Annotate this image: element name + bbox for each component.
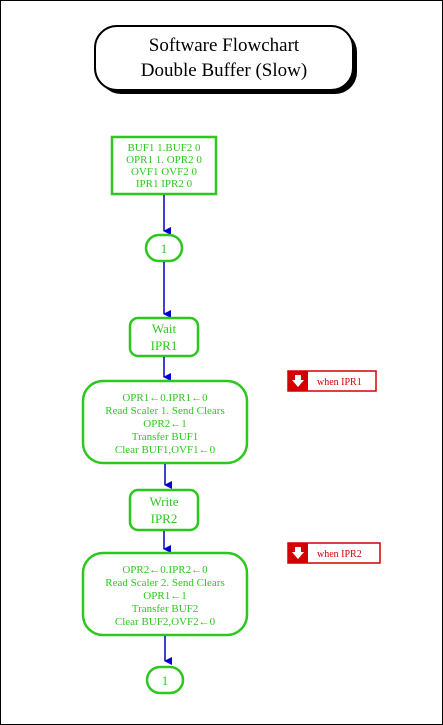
annotation-when-ipr1: when IPR1 xyxy=(287,370,377,392)
init-line-3: OVF1 OVF2 0 xyxy=(131,166,198,178)
process1-line-4: Transfer BUF1 xyxy=(132,431,199,443)
connector-bottom: 1 xyxy=(145,665,185,695)
down-arrow-icon xyxy=(292,375,304,387)
wait-box: Wait IPR1 xyxy=(128,316,200,358)
init-line-1: BUF1 1.BUF2 0 xyxy=(127,142,201,154)
annotation-when-ipr2: when IPR2 xyxy=(287,542,381,564)
connector-top: 1 xyxy=(144,233,184,263)
init-box: BUF1 1.BUF2 0 OPR1 1. OPR2 0 OVF1 OVF2 0… xyxy=(110,135,218,196)
process1-line-5: Clear BUF1,OVF1←0 xyxy=(115,444,216,456)
wait-label-2: IPR1 xyxy=(151,338,178,353)
init-line-2: OPR1 1. OPR2 0 xyxy=(126,154,202,166)
wait-label-1: Wait xyxy=(152,321,177,336)
annotation-2-text: when IPR2 xyxy=(317,549,362,560)
process1-line-2: Read Scaler 1. Send Clears xyxy=(105,405,224,417)
write-label-2: IPR2 xyxy=(151,511,178,526)
process1-line-3: OPR2←1 xyxy=(143,418,186,430)
process2-line-2: Read Scaler 2. Send Clears xyxy=(105,577,224,589)
connector-top-label: 1 xyxy=(161,241,168,256)
write-label-1: Write xyxy=(149,494,178,509)
down-arrow-icon xyxy=(292,547,304,559)
process1-line-1: OPR1←0.IPR1←0 xyxy=(122,392,208,404)
process-box-1: OPR1←0.IPR1←0 Read Scaler 1. Send Clears… xyxy=(81,379,249,465)
connector-bottom-label: 1 xyxy=(162,673,169,688)
init-line-4: IPR1 IPR2 0 xyxy=(136,178,193,190)
process-box-2: OPR2←0.IPR2←0 Read Scaler 2. Send Clears… xyxy=(81,551,249,637)
title-box: Software Flowchart Double Buffer (Slow) xyxy=(94,25,357,94)
title-line-2: Double Buffer (Slow) xyxy=(141,60,307,81)
process2-line-1: OPR2←0.IPR2←0 xyxy=(122,564,208,576)
process2-line-3: OPR1←1 xyxy=(143,590,186,602)
annotation-1-text: when IPR1 xyxy=(317,377,362,388)
process2-line-4: Transfer BUF2 xyxy=(132,603,199,615)
process2-line-5: Clear BUF2,OVF2←0 xyxy=(115,616,216,628)
title-line-1: Software Flowchart xyxy=(149,35,300,56)
write-box: Write IPR2 xyxy=(128,488,200,532)
